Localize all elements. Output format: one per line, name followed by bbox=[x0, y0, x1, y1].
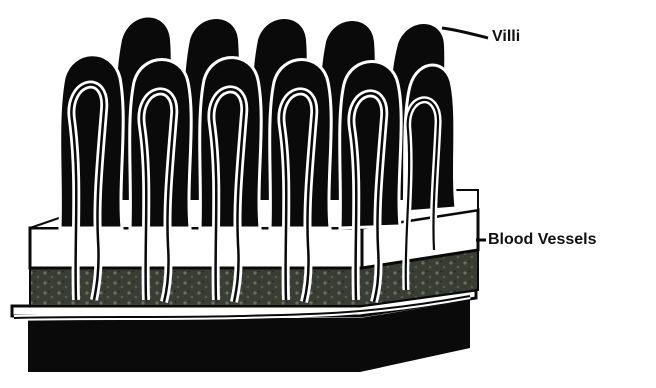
villi-label: Villi bbox=[492, 28, 520, 46]
villi-leader-line bbox=[442, 28, 488, 38]
blood-vessels-label: Blood Vessels bbox=[488, 231, 597, 249]
